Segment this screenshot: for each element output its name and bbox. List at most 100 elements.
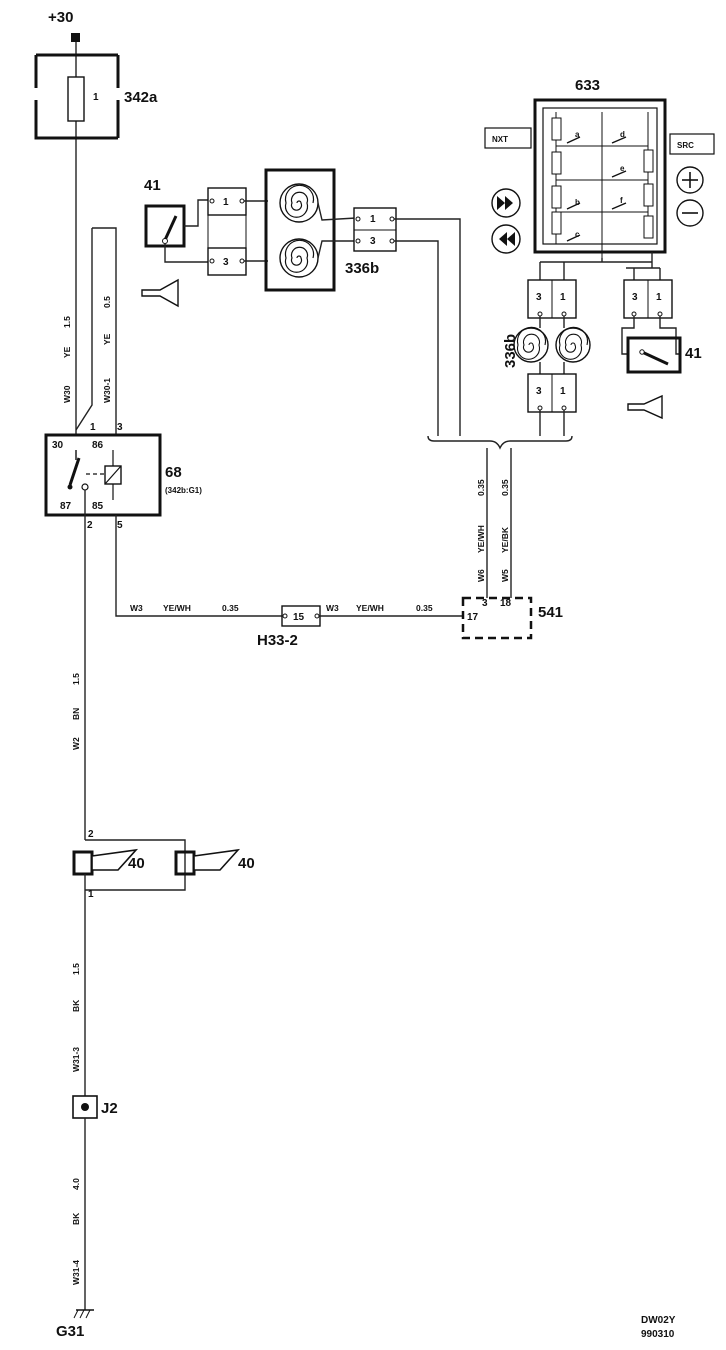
- relay-68: 1 3 30 86 87 85 2 5 68 (342b:G1): [44, 422, 202, 531]
- svg-text:3: 3: [117, 422, 123, 433]
- h33-label: H33-2: [257, 632, 298, 649]
- svg-text:1: 1: [370, 214, 376, 225]
- wire-w5-labels: W5 YE/BK 0.35: [500, 479, 510, 582]
- supply-label: +30: [48, 9, 73, 26]
- connector-right-top-right: 3 1: [623, 279, 673, 319]
- svg-text:YE/BK: YE/BK: [500, 526, 510, 553]
- svg-text:1: 1: [90, 422, 96, 433]
- rewind-icon: [491, 224, 521, 254]
- connector-left-1-3: 1 3: [207, 187, 247, 276]
- svg-text:d: d: [620, 130, 625, 139]
- svg-text:1.5: 1.5: [71, 963, 81, 975]
- svg-text:a: a: [575, 130, 580, 139]
- svg-text:W30: W30: [62, 385, 72, 403]
- clockspring-336b-right: 336b: [502, 326, 591, 368]
- svg-text:1: 1: [656, 292, 662, 303]
- svg-text:W3: W3: [326, 603, 339, 613]
- src-button-label: SRC: [669, 133, 715, 155]
- svg-text:2: 2: [88, 829, 94, 840]
- svg-text:YE: YE: [102, 333, 112, 345]
- junction-j2: J2: [72, 1095, 118, 1119]
- svg-text:30: 30: [52, 440, 64, 451]
- svg-text:1.5: 1.5: [62, 316, 72, 328]
- horn-switch-41-right: 41: [621, 316, 702, 374]
- svg-text:W2: W2: [71, 737, 81, 750]
- svg-text:2: 2: [87, 520, 93, 531]
- svg-text:85: 85: [92, 501, 104, 512]
- svg-text:4.0: 4.0: [71, 1178, 81, 1190]
- svg-text:1: 1: [88, 889, 94, 900]
- svg-text:17: 17: [467, 612, 479, 623]
- wire-w30-labels: W30 YE 1.5: [62, 316, 72, 403]
- relay-label: 68: [165, 464, 182, 481]
- svg-text:3: 3: [370, 236, 376, 247]
- horn-right-label: 40: [238, 855, 255, 872]
- diagram-code: DW02Y: [641, 1315, 676, 1326]
- module-633-label: 633: [575, 77, 600, 94]
- svg-text:1: 1: [560, 386, 566, 397]
- svg-text:BN: BN: [71, 708, 81, 720]
- horn-left-label: 40: [128, 855, 145, 872]
- fast-forward-icon: [491, 188, 521, 218]
- wire-w30-1-labels: W30-1 YE 0.5: [102, 296, 112, 403]
- svg-text:3: 3: [536, 292, 542, 303]
- svg-text:W31-3: W31-3: [71, 1047, 81, 1072]
- horn-40-right: 40: [174, 848, 255, 876]
- svg-text:0.35: 0.35: [500, 479, 510, 496]
- svg-text:15: 15: [293, 612, 305, 623]
- svg-text:YE/WH: YE/WH: [476, 525, 486, 553]
- svg-text:1.5: 1.5: [71, 673, 81, 685]
- connector-right-top-left: 3 1: [527, 279, 577, 319]
- supply-terminal: +30: [48, 9, 80, 42]
- svg-text:f: f: [620, 196, 623, 205]
- wire-w2-labels: W2 BN 1.5: [71, 673, 81, 750]
- junction-label: J2: [101, 1100, 118, 1117]
- relay-ref: (342b:G1): [165, 486, 202, 495]
- svg-text:SRC: SRC: [677, 141, 694, 150]
- svg-text:YE: YE: [62, 346, 72, 358]
- horn-switch-41-left: 41: [144, 177, 210, 263]
- svg-text:0.35: 0.35: [476, 479, 486, 496]
- svg-text:3: 3: [223, 257, 229, 268]
- svg-text:YE/WH: YE/WH: [163, 603, 191, 613]
- nxt-button-label: NXT: [484, 127, 532, 149]
- svg-text:86: 86: [92, 440, 104, 451]
- svg-text:1: 1: [560, 292, 566, 303]
- svg-text:BK: BK: [71, 999, 81, 1012]
- svg-text:0.35: 0.35: [416, 603, 433, 613]
- steering-module-633: 633 a b c d e f: [533, 77, 667, 258]
- wire-w3-right-labels: W3 YE/WH 0.35: [326, 603, 433, 613]
- svg-text:0.35: 0.35: [222, 603, 239, 613]
- horn-symbol-left: [141, 278, 179, 308]
- svg-text:e: e: [620, 164, 625, 173]
- clockspring-336b-left: [264, 168, 336, 292]
- svg-text:3: 3: [632, 292, 638, 303]
- horn-symbol-right: [627, 394, 663, 420]
- svg-text:W6: W6: [476, 569, 486, 582]
- connector-336b-left: 1 3 336b: [345, 207, 397, 277]
- svg-text:W30-1: W30-1: [102, 378, 112, 403]
- diagram-date: 990310: [641, 1329, 675, 1340]
- horn-40-left: 40: [72, 848, 145, 876]
- connector-right-bottom: 3 1: [527, 373, 577, 413]
- module-541: 3 18 17 541: [461, 596, 563, 640]
- svg-text:YE/WH: YE/WH: [356, 603, 384, 613]
- ground-label: G31: [56, 1323, 84, 1340]
- minus-icon: [676, 199, 704, 227]
- fuse-label: 342a: [124, 89, 158, 106]
- wire-w6-labels: W6 YE/WH 0.35: [476, 479, 486, 582]
- svg-text:3: 3: [482, 598, 488, 609]
- svg-text:1: 1: [93, 92, 99, 103]
- svg-text:87: 87: [60, 501, 72, 512]
- svg-text:1: 1: [223, 197, 229, 208]
- svg-text:NXT: NXT: [492, 135, 508, 144]
- wire-w31-3-labels: W31-3 BK 1.5: [71, 963, 81, 1072]
- svg-text:W31-4: W31-4: [71, 1260, 81, 1285]
- svg-text:b: b: [575, 198, 580, 207]
- svg-text:0.5: 0.5: [102, 296, 112, 308]
- wire-w3-left-labels: W3 YE/WH 0.35: [130, 603, 239, 613]
- clockspring-right-label: 336b: [502, 334, 519, 368]
- svg-text:3: 3: [536, 386, 542, 397]
- module-541-label: 541: [538, 604, 563, 621]
- svg-text:BK: BK: [71, 1212, 81, 1225]
